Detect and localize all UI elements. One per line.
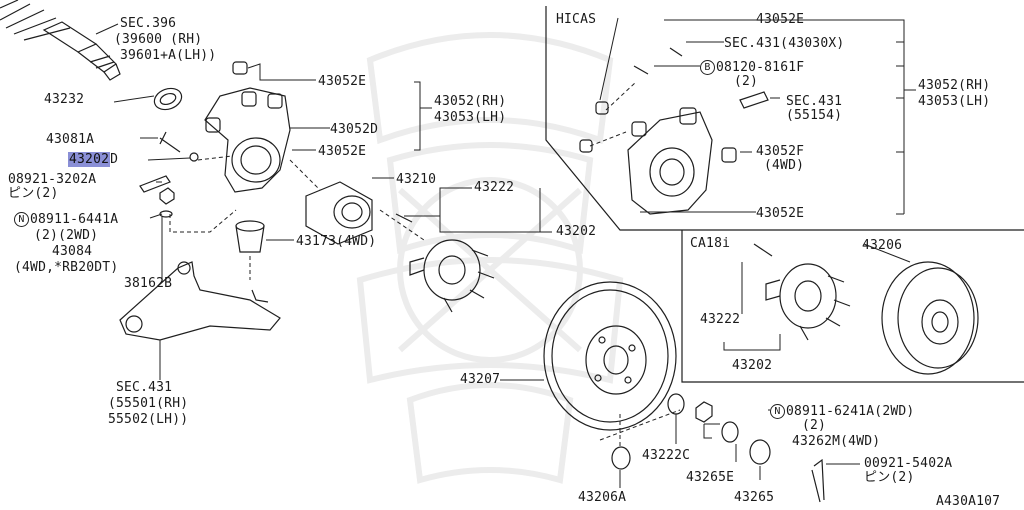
label-43052e-mid: 43052E — [318, 144, 367, 159]
label-43202d: 43202D — [68, 152, 118, 167]
label-sec431-right: SEC.431 — [786, 94, 843, 109]
washer-43202d — [189, 152, 199, 162]
label-43265e: 43265E — [686, 470, 735, 485]
label-43262m: 43262M(4WD) — [792, 434, 881, 449]
label-43053-lh-left: 43053(LH) — [434, 110, 507, 125]
washer-43265e — [721, 421, 739, 443]
drum-43206 — [881, 261, 979, 375]
label-43222-mid: 43222 — [474, 180, 515, 195]
label-43202-mid: 43202 — [556, 224, 597, 239]
bushing-43052f — [721, 147, 737, 163]
label-43052f: 43052F — [756, 144, 805, 159]
label-43053-lh-right: 43053(LH) — [918, 94, 991, 109]
label-55501: (55501(RH) — [108, 396, 189, 411]
label-08911-6441a-text: 08911-6441A — [30, 212, 119, 227]
cap-43206a — [611, 446, 631, 470]
bushing-43173 — [235, 220, 265, 253]
label-08911-6241a-text: 08911-6241A(2WD) — [786, 404, 915, 419]
label-08120-text: 08120-8161F — [716, 60, 805, 75]
diagram-id: A430A107 — [936, 494, 1001, 509]
label-43265: 43265 — [734, 490, 775, 505]
label-43206: 43206 — [862, 238, 903, 253]
label-43052e-h1: 43052E — [756, 12, 805, 27]
label-43202d-suffix: D — [110, 152, 119, 167]
highlighted-part-number[interactable]: 43202 — [68, 152, 111, 167]
label-qty-2-c: (2) — [734, 74, 759, 89]
label-sec396: SEC.396 — [120, 16, 177, 31]
label-43084: 43084 — [52, 244, 93, 259]
lower-arm-part — [119, 261, 281, 341]
knuckle-left-part — [204, 61, 291, 193]
label-39601: 39601+A(LH)) — [120, 48, 217, 63]
label-qty-4wd: (4WD) — [764, 158, 805, 173]
circle-n-icon-2: N — [770, 404, 785, 419]
leader-lines — [95, 17, 916, 488]
hicas-panel-border — [545, 6, 1024, 231]
label-43081a: 43081A — [46, 132, 95, 147]
pin-08921 — [139, 175, 171, 193]
label-00921: 00921-5402A — [864, 456, 953, 471]
ring-43222c — [667, 393, 685, 415]
label-08921: 08921-3202A — [8, 172, 97, 187]
label-43173: 43173(4WD) — [296, 234, 377, 249]
label-38162b: 38162B — [124, 276, 173, 291]
label-sec431-left: SEC.431 — [116, 380, 173, 395]
label-43052-rh-left: 43052(RH) — [434, 94, 507, 109]
drive-shaft-part — [0, 0, 121, 81]
nut-08911 — [159, 187, 175, 205]
nut-43265 — [749, 439, 771, 465]
label-43206a: 43206A — [578, 490, 627, 505]
bolt-43081a — [159, 131, 181, 153]
label-43052e-top: 43052E — [318, 74, 367, 89]
circle-b-icon: B — [700, 60, 715, 75]
label-pin2-right: ピン(2) — [864, 470, 915, 485]
rotor-43207 — [543, 281, 677, 431]
hub-43202 — [395, 213, 495, 313]
label-43084-note: (4WD,*RB20DT) — [14, 260, 119, 275]
watermark-emblem — [356, 32, 624, 484]
sensor-55154 — [739, 91, 769, 109]
ca18i-hub-part — [753, 243, 851, 341]
label-43202-r: 43202 — [732, 358, 773, 373]
label-43232: 43232 — [44, 92, 85, 107]
nut-08911-6241a — [695, 401, 713, 423]
label-qty-2-b: (2) — [802, 418, 827, 433]
label-43222-r: 43222 — [700, 312, 741, 327]
label-43052-rh-right: 43052(RH) — [918, 78, 991, 93]
circle-n-icon: N — [14, 212, 29, 227]
ca18i-panel-border — [681, 230, 1024, 383]
label-ca18i: CA18i — [690, 236, 731, 251]
label-pin2-left: ピン(2) — [8, 186, 59, 201]
label-43210: 43210 — [396, 172, 437, 187]
label-43052d: 43052D — [330, 122, 379, 137]
pin-00921 — [811, 458, 825, 503]
label-43207: 43207 — [460, 372, 501, 387]
washer-43084 — [159, 210, 173, 218]
label-43222c: 43222C — [642, 448, 691, 463]
label-39600: (39600 (RH) — [114, 32, 203, 47]
seal-part — [153, 87, 183, 111]
assembly-lines — [169, 81, 681, 446]
label-qty-2wd: (2)(2WD) — [34, 228, 99, 243]
label-55154: (55154) — [786, 108, 843, 123]
label-sec431-43030x: SEC.431(43030X) — [724, 36, 845, 51]
label-43052e-h2: 43052E — [756, 206, 805, 221]
label-55502: 55502(LH)) — [108, 412, 189, 427]
hicas-knuckle-part — [579, 47, 769, 215]
label-hicas: HICAS — [556, 12, 597, 27]
bearing-43210 — [305, 181, 373, 245]
